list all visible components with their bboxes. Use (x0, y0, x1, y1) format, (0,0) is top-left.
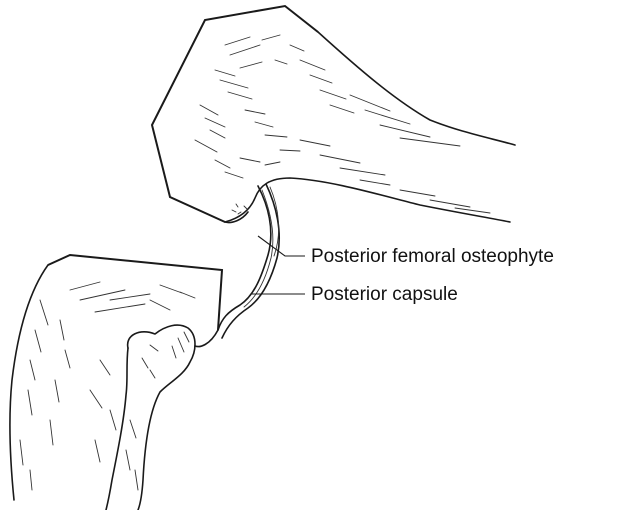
label-posterior-capsule: Posterior capsule (311, 284, 458, 305)
posterior-capsule (218, 184, 279, 338)
fibula (106, 325, 195, 510)
label-posterior-femoral-osteophyte: Posterior femoral osteophyte (311, 246, 554, 267)
osteophyte-leader (258, 236, 305, 256)
femur (152, 6, 515, 223)
